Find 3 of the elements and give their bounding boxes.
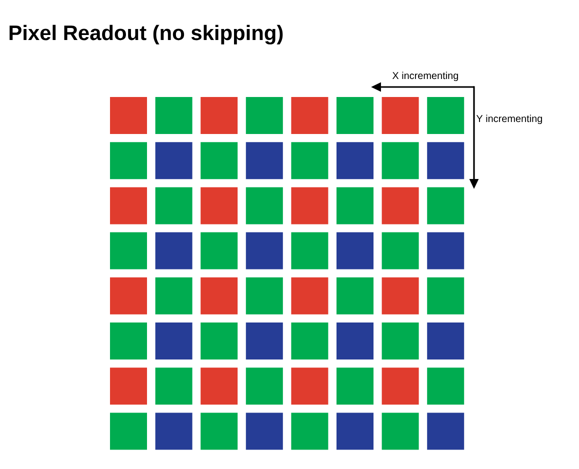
title: Pixel Readout (no skipping) <box>10 24 283 44</box>
axis-label: X incrementing <box>392 72 458 82</box>
axis-label: Y incrementing <box>476 114 542 124</box>
